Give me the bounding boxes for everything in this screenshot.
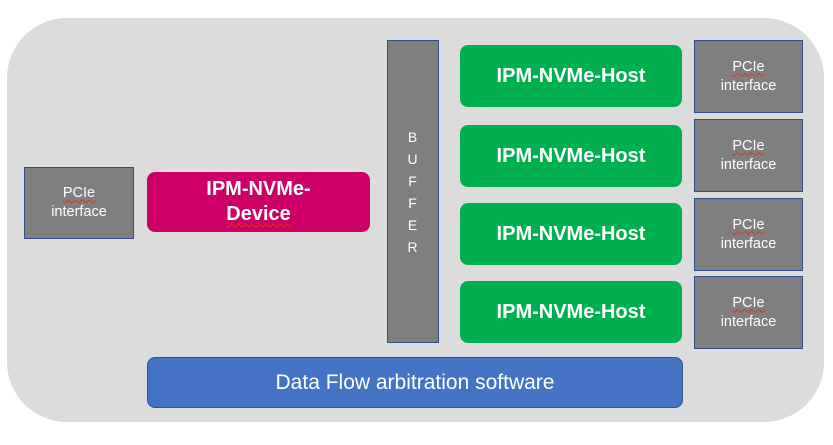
buffer-letter: R [407,238,419,255]
device-label-line2: Device [226,203,291,225]
right-pcie-4-line2: interface [720,313,777,330]
ipm-nvme-host-2: IPM-NVMe-Host [460,125,682,187]
right-pcie-1-line2: interface [720,77,777,94]
ipm-nvme-device-box: IPM-NVMe- Device [147,172,370,232]
right-pcie-2-line1: PCIe [732,137,765,154]
left-pcie-line1: PCIe [62,185,96,201]
right-pcie-1-line1: PCIe [732,58,765,75]
right-pcie-2-line2: interface [720,156,777,173]
buffer-letter: B [407,128,419,145]
right-pcie-interface-3: PCIe interface [694,198,803,271]
right-pcie-interface-1: PCIe interface [694,40,803,113]
left-pcie-line2: interface [51,204,107,220]
right-pcie-3-line2: interface [720,235,777,252]
ipm-nvme-host-3: IPM-NVMe-Host [460,203,682,265]
ipm-nvme-host-4: IPM-NVMe-Host [460,281,682,343]
buffer-letter: U [407,150,419,167]
data-flow-arbitration-software: Data Flow arbitration software [147,357,683,408]
left-pcie-interface: PCIe interface [24,167,134,239]
buffer-letter: F [408,194,418,211]
right-pcie-3-line1: PCIe [732,216,765,233]
right-pcie-interface-4: PCIe interface [694,276,803,349]
buffer-block: B U F F E R [387,40,439,343]
buffer-letter: F [408,172,418,189]
ipm-nvme-host-1: IPM-NVMe-Host [460,45,682,107]
right-pcie-4-line1: PCIe [732,294,765,311]
buffer-letter: E [407,216,419,233]
right-pcie-interface-2: PCIe interface [694,119,803,192]
device-label-line1: IPM-NVMe- [206,178,311,200]
